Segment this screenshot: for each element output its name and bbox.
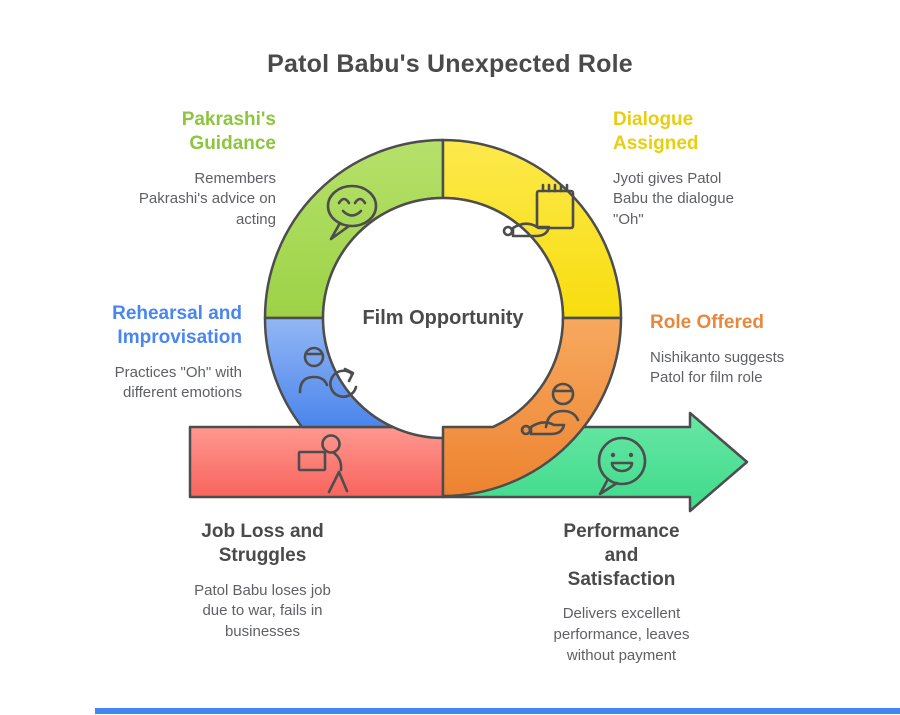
hand-holding-notepad-icon [502,183,575,238]
step-heading: Role Offered [650,312,765,333]
winking-speech-bubble-icon [597,436,647,496]
step-body: Remembers Pakrashi's advice on acting [138,169,276,228]
step-heading: Rehearsal and Improvisation [112,303,242,348]
page-title: Patol Babu's Unexpected Role [267,50,633,78]
step-heading: Pakrashi's Guidance [181,109,276,154]
step-body: Jyoti gives Patol Babu the dialogue "Oh" [613,169,734,228]
person-carrying-box-icon [297,434,349,494]
step-heading: Dialogue Assigned [613,109,699,154]
step-label-rehearsal-and-improvisation: Rehearsal and Improvisation Practices "O… [17,302,242,404]
segment-role-offered [441,316,623,498]
step-label-job-loss-and-struggles: Job Loss and Struggles Patol Babu loses … [140,520,385,643]
smiley-speech-bubble-icon [326,184,378,241]
step-label-pakrashis-guidance: Pakrashi's Guidance Remembers Pakrashi's… [61,108,276,231]
step-body: Nishikanto suggests Patol for film role [650,348,785,387]
hand-presenting-person-icon [520,382,580,436]
step-body: Patol Babu loses job due to war, fails i… [194,581,331,640]
person-refresh-icon [298,346,358,399]
step-label-performance-and-satisfaction: Performance and Satisfaction Delivers ex… [499,520,744,666]
center-label: Film Opportunity [362,307,524,329]
step-label-dialogue-assigned: Dialogue Assigned Jyoti gives Patol Babu… [613,108,808,231]
step-body: Practices "Oh" with different emotions [114,363,242,402]
step-label-role-offered: Role Offered Nishikanto suggests Patol f… [650,311,865,389]
step-body: Delivers excellent performance, leaves w… [553,605,690,664]
step-heading: Job Loss and Struggles [201,521,324,566]
segment-job-loss-and-struggles [188,425,445,499]
step-heading: Performance and Satisfaction [563,521,680,590]
progress-bar [95,708,900,714]
